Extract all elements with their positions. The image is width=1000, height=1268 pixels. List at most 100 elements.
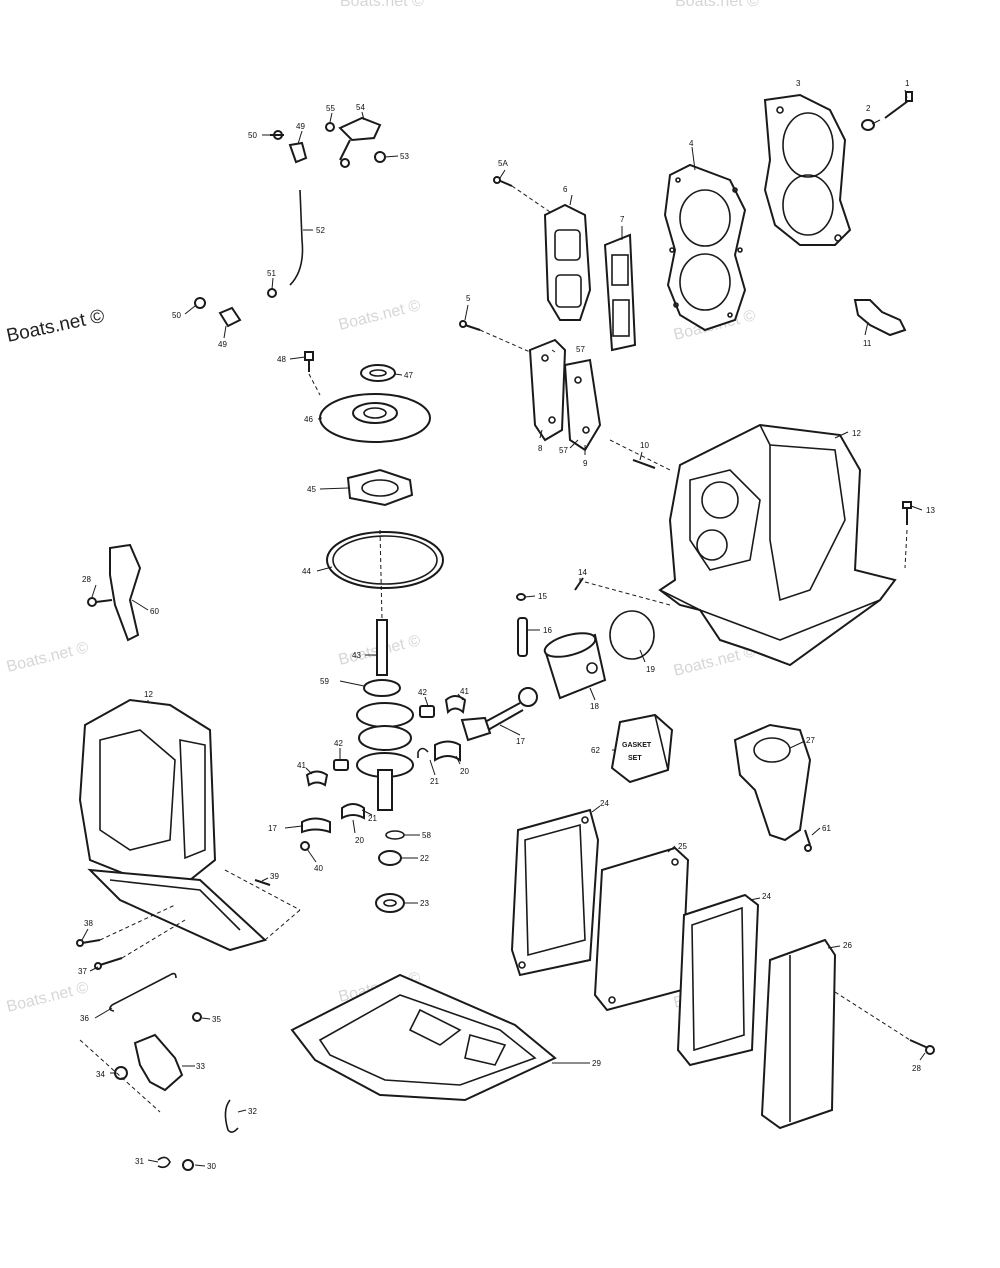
pin-10 [632,459,656,469]
screw-50b [194,297,206,309]
nut-30 [182,1159,194,1171]
callout-40: 40 [314,864,323,873]
crankshaft [356,619,414,811]
callout-33: 33 [196,1062,205,1071]
rod-cap-20b [341,803,365,820]
exhaust-housing-27 [733,723,812,842]
link-rod-36 [109,972,177,1012]
faint-watermark: Boats.net © [675,0,759,10]
callout-3: 3 [796,79,801,88]
kit-label-line2: SET [628,755,642,762]
faint-watermark: Boats.net © [337,297,423,334]
callout-36: 36 [80,1014,89,1023]
transfer-port-gasket [603,233,637,352]
callout-17b: 17 [268,824,277,833]
callout-51: 51 [267,269,276,278]
screw-5a [493,176,513,187]
rod-cap-20 [434,740,461,762]
base-gasket-29 [290,973,557,1102]
callout-11: 11 [863,339,872,348]
callout-39: 39 [270,872,279,881]
callout-12-right: 12 [852,429,861,438]
callout-53: 53 [400,152,409,161]
callout-5: 5 [466,294,471,303]
callout-9: 9 [583,459,588,468]
callout-37: 37 [78,967,87,976]
callout-7: 7 [620,215,625,224]
screw-13 [902,501,912,525]
piston-pin-16 [517,617,528,657]
screw-1 [884,91,913,119]
lever-bracket-33 [133,1033,184,1092]
callout-55: 55 [326,104,335,113]
divider-plate-25 [593,846,690,1012]
callout-8: 8 [538,444,543,453]
screw-48 [304,351,314,372]
fitting-51 [267,288,277,298]
callout-45: 45 [307,485,316,494]
clip-49a [288,141,308,164]
callout-31: 31 [135,1157,144,1166]
callout-12-left: 12 [144,690,153,699]
kit-label-line1: GASKET [622,742,652,749]
callout-35: 35 [212,1015,221,1024]
washer-2 [861,119,875,131]
ball-bearing-23 [375,893,405,913]
rod-bearing-41 [444,695,467,715]
callout-19: 19 [646,665,655,674]
callout-43: 43 [352,651,361,660]
callout-50a: 50 [248,131,257,140]
bearing-cage-42 [419,705,435,718]
callout-62: 62 [591,746,600,755]
link-52 [289,189,304,286]
callout-27: 27 [806,736,815,745]
callout-57a: 57 [576,345,585,354]
callout-41a: 41 [460,687,469,696]
callout-2: 2 [866,104,871,113]
callout-1: 1 [905,79,910,88]
callout-labels: 1 2 3 4 5 5A 6 7 8 9 10 11 12 12 13 14 1… [78,79,935,1171]
callout-47: 47 [404,371,413,380]
screw-28a [87,597,113,607]
cover-plate-26 [760,938,837,1130]
gasket-24b [676,893,760,1067]
screw-28b [909,1039,935,1055]
callout-20b: 20 [355,836,364,845]
rod-cap-17b [301,817,331,834]
callout-44: 44 [302,567,311,576]
callout-34: 34 [96,1070,105,1079]
needle-bearing-22 [378,850,402,866]
callout-48: 48 [277,355,286,364]
callout-32: 32 [248,1107,257,1116]
leader-lines [81,89,926,1167]
bearing-cage-42b [333,759,349,771]
transfer-port-cover [543,203,592,321]
connecting-rod [460,687,538,742]
callout-20a: 20 [460,767,469,776]
throttle-shaft-54 [338,116,382,168]
callout-15: 15 [538,592,547,601]
callout-22: 22 [420,854,429,863]
callout-29: 29 [592,1059,601,1068]
dowel-pin-14 [574,577,584,591]
nut-53 [374,151,386,163]
temperature-switch [853,299,907,337]
callout-14: 14 [578,568,587,577]
callout-54: 54 [356,103,365,112]
bearing-47 [360,364,396,382]
callout-10: 10 [640,441,649,450]
screw-40 [300,841,310,851]
callout-21b: 21 [368,814,377,823]
callout-60: 60 [150,607,159,616]
callout-17a: 17 [516,737,525,746]
screw-5 [459,320,481,331]
callout-50b: 50 [172,311,181,320]
bracket-60 [109,543,142,642]
clip-49b [218,306,242,328]
crankcase-left [78,698,267,952]
gasket-24a [510,808,600,977]
callout-58: 58 [422,831,431,840]
callout-42b: 42 [334,739,343,748]
o-ring-58 [385,830,405,840]
callout-38: 38 [84,919,93,928]
